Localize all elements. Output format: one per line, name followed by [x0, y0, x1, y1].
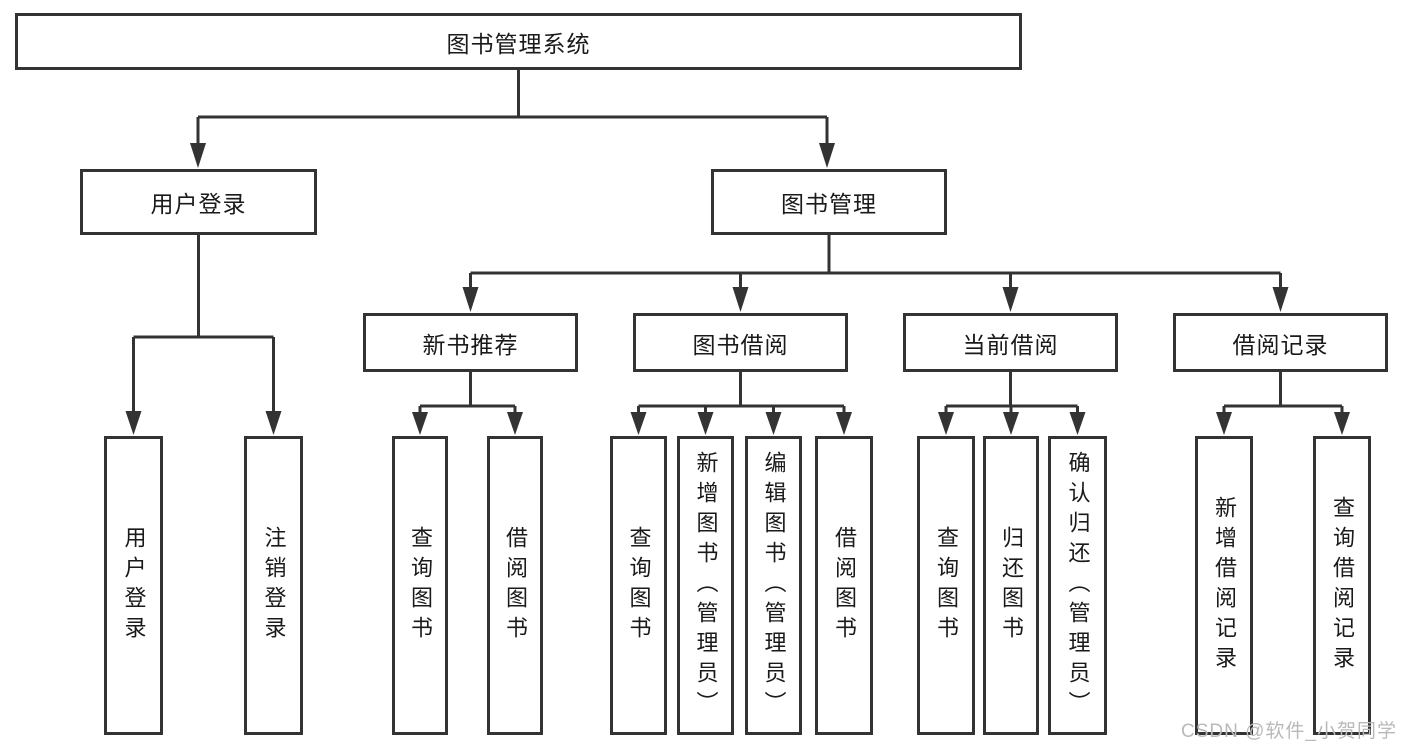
node-leaf-logout: 注销登录 [244, 436, 303, 735]
node-root-label: 图书管理系统 [446, 30, 591, 57]
node-leaf-nb-query-books: 查询图书 [392, 436, 448, 735]
node-borrowing-records: 借阅记录 [1173, 313, 1388, 372]
node-leaf-br-query-record: 查询借阅记录 [1313, 436, 1371, 735]
node-leaf-cb-query-books: 查询图书 [917, 436, 975, 735]
node-leaf-logout-label: 注销登录 [261, 525, 287, 646]
edge-borrow-record-to-leaves [1216, 371, 1350, 435]
node-leaf-bb-edit-books-admin: 编辑图书（管理员） [745, 436, 802, 735]
edge-user-login-to-leaves [125, 235, 282, 435]
node-borrowing-records-label: 借阅记录 [1232, 331, 1329, 358]
edge-book-borrow-to-leaves [630, 371, 852, 435]
edge-new-book-to-leaves [412, 371, 523, 435]
node-new-book-recommendation: 新书推荐 [363, 313, 578, 372]
node-leaf-br-add-record-label: 新增借阅记录 [1212, 495, 1237, 676]
node-leaf-br-add-record: 新增借阅记录 [1195, 436, 1253, 735]
edge-current-borrow-to-leaves [938, 371, 1086, 435]
node-leaf-user-login-label: 用户登录 [121, 525, 147, 646]
node-new-book-recommendation-label: 新书推荐 [422, 331, 519, 358]
node-leaf-bb-borrow-books: 借阅图书 [815, 436, 873, 735]
node-leaf-nb-query-books-label: 查询图书 [408, 525, 433, 646]
node-leaf-cb-confirm-return-admin: 确认归还（管理员） [1048, 436, 1107, 735]
node-current-borrowing-label: 当前借阅 [962, 331, 1059, 358]
node-leaf-nb-borrow-books: 借阅图书 [487, 436, 543, 735]
node-leaf-nb-borrow-books-label: 借阅图书 [503, 525, 528, 646]
node-leaf-cb-query-books-label: 查询图书 [934, 525, 959, 646]
node-leaf-cb-return-books-label: 归还图书 [999, 525, 1024, 646]
node-user-login: 用户登录 [80, 169, 317, 235]
csdn-watermark: CSDN @软件_小贺同学 [1181, 721, 1397, 742]
edge-book-mgmt-to-level3 [462, 235, 1289, 312]
node-book-management: 图书管理 [711, 169, 947, 235]
node-book-borrowing-label: 图书借阅 [692, 331, 789, 358]
node-user-login-label: 用户登录 [150, 191, 247, 217]
node-leaf-br-query-record-label: 查询借阅记录 [1330, 495, 1355, 676]
node-book-borrowing: 图书借阅 [633, 313, 848, 372]
node-leaf-bb-query-books: 查询图书 [610, 436, 667, 735]
node-leaf-bb-borrow-books-label: 借阅图书 [832, 525, 857, 646]
node-leaf-cb-confirm-return-admin-label: 确认归还（管理员） [1065, 450, 1091, 721]
node-leaf-cb-return-books: 归还图书 [983, 436, 1039, 735]
node-leaf-bb-query-books-label: 查询图书 [626, 525, 652, 646]
node-leaf-bb-add-books-admin-label: 新增图书（管理员） [693, 450, 719, 721]
node-root-library-system: 图书管理系统 [15, 13, 1022, 70]
edge-root-to-level2 [190, 69, 835, 168]
node-leaf-bb-add-books-admin: 新增图书（管理员） [677, 436, 734, 735]
node-book-management-label: 图书管理 [781, 191, 877, 217]
node-leaf-user-login: 用户登录 [104, 436, 163, 735]
node-leaf-bb-edit-books-admin-label: 编辑图书（管理员） [761, 450, 787, 721]
node-current-borrowing: 当前借阅 [903, 313, 1118, 372]
